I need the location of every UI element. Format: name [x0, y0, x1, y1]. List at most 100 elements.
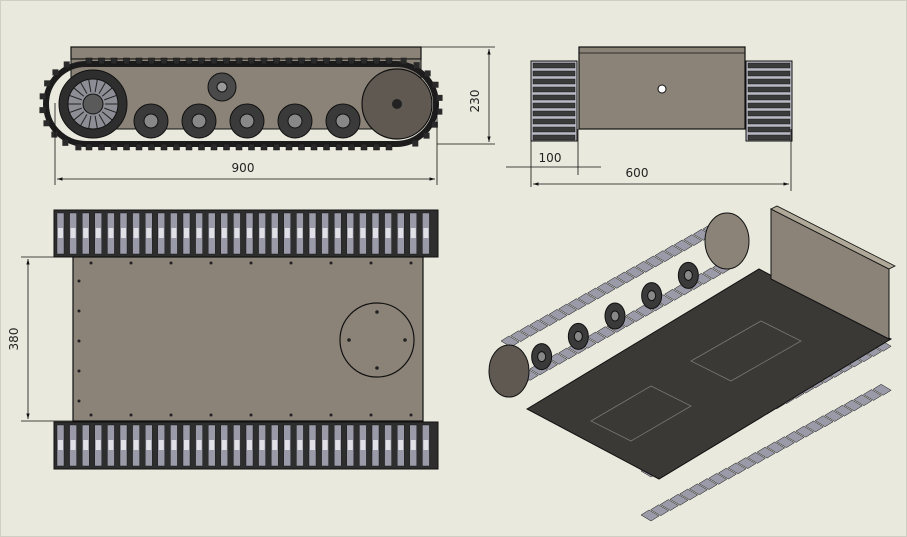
iso-track-link — [650, 504, 670, 517]
sprocket-spoke — [101, 111, 113, 121]
top-track-pin — [347, 228, 353, 238]
side-view — [39, 46, 443, 151]
end-track-link — [747, 94, 791, 101]
track-tooth — [273, 57, 280, 65]
top-track-pin — [70, 228, 76, 238]
mount-hole — [289, 261, 293, 265]
iso-track-link — [688, 483, 708, 496]
top-track-pin — [196, 228, 202, 238]
iso-track-link — [548, 353, 568, 365]
road-wheel-hub — [335, 113, 351, 129]
iso-bottom-plate — [525, 268, 893, 480]
mount-hole — [329, 413, 333, 417]
top-track-pin — [184, 440, 189, 450]
track-tooth — [412, 140, 419, 147]
track-tooth — [285, 143, 293, 151]
top-track-pin — [360, 228, 366, 238]
iso-track-link — [872, 383, 892, 396]
track-tooth — [323, 143, 330, 151]
sprocket-spoke — [73, 111, 85, 121]
iso-track-link — [679, 488, 699, 501]
track-tooth — [148, 57, 155, 65]
top-track-pin — [83, 440, 89, 450]
track-tooth — [173, 57, 180, 65]
iso-track-link — [664, 289, 684, 301]
iso-track-link — [644, 255, 664, 268]
mount-hole — [129, 413, 133, 417]
end-track-link — [532, 94, 576, 101]
iso-track-link — [548, 309, 568, 321]
track-tooth — [85, 143, 93, 151]
sprocket-spoke — [104, 107, 117, 114]
end-view — [530, 46, 793, 142]
top-track-pin — [83, 228, 89, 238]
side-track-teeth — [39, 57, 443, 151]
mount-hole — [77, 339, 81, 343]
dim-length: 900 — [54, 103, 438, 185]
iso-track-link — [673, 283, 693, 296]
sprocket-spoke — [94, 79, 98, 93]
iso-track-link — [702, 267, 722, 280]
track-tooth — [436, 94, 443, 101]
iso-track-link — [673, 239, 693, 252]
top-track-pin — [58, 440, 63, 450]
track-tooth — [173, 143, 180, 151]
top-track-pin — [158, 440, 164, 450]
dim-height: 230 — [421, 46, 495, 145]
mount-hole — [329, 261, 333, 265]
sprocket-spoke — [69, 107, 82, 114]
sprocket-spoke — [98, 114, 106, 126]
top-track-pin — [322, 440, 328, 450]
dim-width-label: 600 — [626, 166, 649, 180]
end-track-link — [747, 134, 791, 141]
mount-hole — [409, 413, 413, 417]
track-tooth — [185, 57, 193, 65]
iso-track-link — [606, 277, 626, 289]
mount-hole — [289, 413, 293, 417]
track-tooth — [198, 143, 205, 151]
track-tooth — [273, 143, 280, 151]
track-tooth — [223, 57, 230, 65]
mount-hole — [209, 261, 213, 265]
top-track-pin — [259, 440, 265, 450]
mount-hole — [77, 369, 81, 373]
track-tooth — [432, 81, 439, 88]
end-track-link — [532, 134, 576, 141]
top-track-pin — [284, 440, 290, 450]
end-track-link — [532, 78, 576, 85]
iso-track-link — [654, 250, 674, 262]
mount-hole — [369, 413, 373, 417]
top-track-pin — [423, 440, 429, 450]
mount-hole — [89, 413, 93, 417]
iso-near-track — [488, 212, 750, 398]
road-wheel-hub — [287, 113, 303, 129]
track-tooth — [431, 121, 438, 128]
side-idler-wheel — [361, 68, 433, 140]
top-track-pin — [184, 228, 189, 238]
side-track-outline — [43, 61, 439, 147]
dim-inner-width: 380 — [7, 256, 73, 422]
end-left-track — [530, 60, 578, 142]
top-track-pin — [209, 440, 215, 450]
top-track-pin — [70, 440, 76, 450]
iso-track-link — [833, 404, 853, 417]
track-tooth — [160, 57, 168, 65]
iso-track-link — [625, 310, 645, 322]
iso-track-link — [843, 399, 863, 412]
track-tooth — [260, 143, 268, 151]
top-track-pin — [171, 440, 177, 450]
top-track-pin — [221, 228, 227, 238]
end-track-link — [747, 110, 791, 117]
track-tooth — [310, 143, 318, 151]
track-tooth — [160, 143, 168, 151]
iso-track-link — [717, 467, 737, 480]
track-tooth — [210, 143, 218, 151]
end-track-link — [532, 126, 576, 133]
iso-track-link — [558, 303, 578, 316]
side-tension-wheel — [207, 72, 237, 102]
sprocket-spoke — [88, 115, 92, 129]
iso-track-link — [519, 325, 539, 337]
top-track-pin — [335, 228, 341, 238]
track-tooth — [198, 57, 205, 65]
